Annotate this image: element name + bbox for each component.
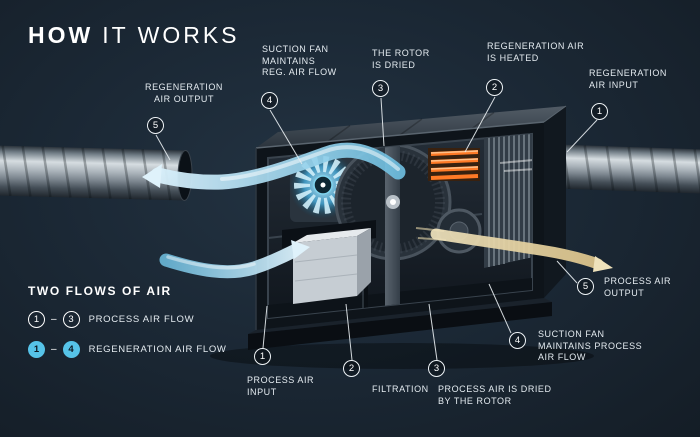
- callout-label-process-input: PROCESS AIR INPUT: [247, 375, 315, 397]
- legend-label-regen: REGENERATION AIR FLOW: [88, 344, 227, 355]
- callout-badge-regen-output: 5: [147, 117, 164, 134]
- callout-badge-filtration: 2: [343, 360, 360, 377]
- callout-badge-suction-fan-regen: 4: [261, 92, 278, 109]
- title-word-how: HOW: [28, 22, 94, 48]
- heater-graphic: [428, 148, 480, 181]
- callout-badge-rotor-dried: 3: [372, 80, 389, 97]
- callout-label-process-output: PROCESS AIR OUTPUT: [604, 276, 672, 298]
- legend-row-regen: 1 – 4 REGENERATION AIR FLOW: [28, 341, 227, 358]
- title-word-it-works: IT WORKS: [102, 22, 240, 48]
- legend-badge-1-regen: 1: [28, 341, 45, 358]
- process-input-airflow: [159, 240, 310, 279]
- legend-badge-1-process: 1: [28, 311, 45, 328]
- callout-label-filtration: FILTRATION: [372, 384, 429, 394]
- callout-badge-process-output: 5: [577, 278, 594, 295]
- callout-label-rotor-dried: THE ROTOR IS DRIED: [372, 48, 430, 70]
- legend: TWO FLOWS OF AIR 1 – 3 PROCESS AIR FLOW …: [28, 284, 227, 358]
- legend-dash: –: [51, 314, 57, 325]
- callout-badge-regen-input: 1: [591, 103, 608, 120]
- callout-badge-regen-heated: 2: [486, 79, 503, 96]
- callout-label-process-dried: PROCESS AIR IS DRIED BY THE ROTOR: [438, 384, 552, 406]
- callout-badge-suction-fan-process: 4: [509, 332, 526, 349]
- regen-output-airflow: [142, 142, 406, 190]
- cutaway-interior: [267, 132, 533, 320]
- right-duct: [551, 144, 700, 194]
- callout-label-regen-heated: REGENERATION AIR IS HEATED: [487, 41, 585, 63]
- filter-box: [293, 228, 371, 304]
- callout-label-regen-output: REGENERATION AIR OUTPUT: [145, 82, 223, 104]
- callout-badge-process-dried: 3: [428, 360, 445, 377]
- legend-row-process: 1 – 3 PROCESS AIR FLOW: [28, 311, 227, 328]
- legend-badge-4-regen: 4: [62, 341, 80, 358]
- page-title: HOW IT WORKS: [28, 22, 240, 49]
- legend-heading: TWO FLOWS OF AIR: [28, 284, 172, 298]
- callout-label-suction-fan-regen: SUCTION FAN MAINTAINS REG. AIR FLOW: [262, 44, 337, 77]
- louver-panel: [484, 134, 532, 268]
- leader-lines: [155, 96, 598, 361]
- callout-label-suction-fan-process: SUCTION FAN MAINTAINS PROCESS AIR FLOW: [538, 329, 643, 362]
- callout-badge-process-input: 1: [254, 348, 271, 365]
- regen-input-streaks: [499, 159, 532, 172]
- legend-label-process: PROCESS AIR FLOW: [88, 314, 195, 325]
- legend-dash-2: –: [51, 344, 57, 355]
- unit-shadow: [210, 343, 594, 369]
- process-output-airflow: [430, 228, 613, 272]
- callout-label-regen-input: REGENERATION AIR INPUT: [589, 68, 667, 90]
- unit-body: [248, 105, 567, 350]
- legend-badge-3-process: 3: [62, 311, 80, 328]
